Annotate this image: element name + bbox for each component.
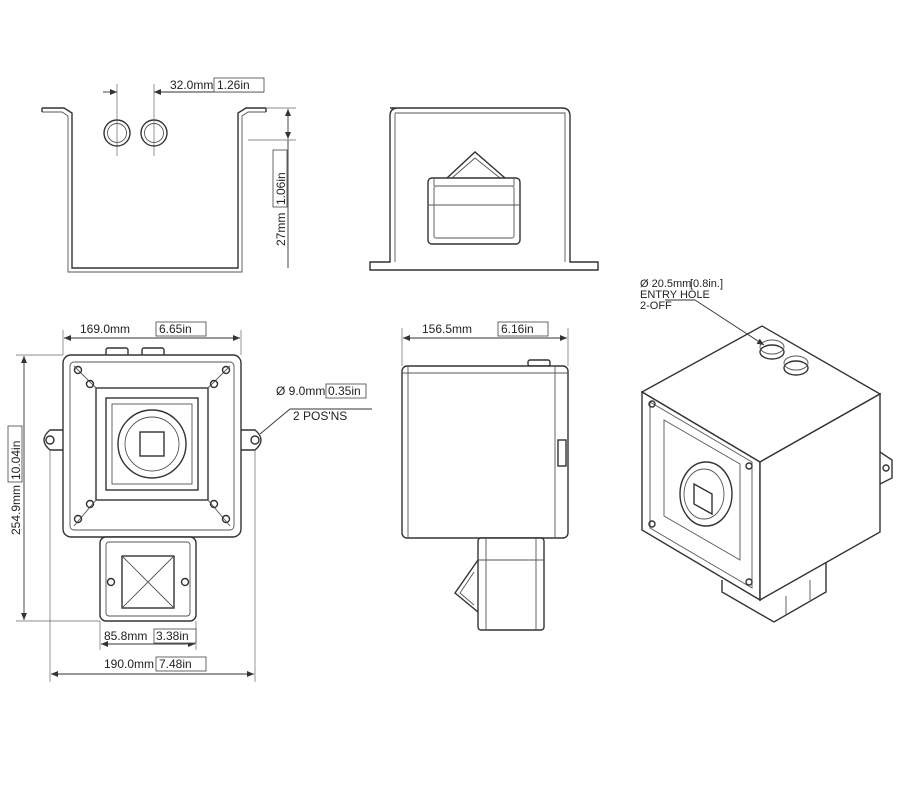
bracket-spacing-alt: 1.26in xyxy=(217,78,250,92)
iso-gland-left xyxy=(759,344,785,360)
beacon-lens xyxy=(117,409,187,479)
bracket-depth-value: 27mm xyxy=(274,213,288,246)
front-height-alt: 10.04in xyxy=(9,441,23,480)
iso-gland-right xyxy=(783,360,809,376)
mount-lug-right xyxy=(241,429,262,451)
entry-hole-qty: 2-OFF xyxy=(640,300,672,312)
overall-width-alt: 7.48in xyxy=(159,657,192,671)
rear-view xyxy=(369,107,599,271)
mount-hole-qty: 2 POS'NS xyxy=(293,409,347,423)
front-height-value: 254.9mm xyxy=(9,485,23,535)
overall-width-value: 190.0mm xyxy=(104,657,154,671)
sounder-width-alt: 3.38in xyxy=(156,629,189,643)
isometric-view: Ø 20.5mm [0.8in.] ENTRY HOLE 2-OFF xyxy=(640,278,893,623)
side-view: 156.5mm 6.16in xyxy=(401,321,569,631)
mount-hole-alt: 0.35in xyxy=(328,384,361,398)
top-view: 32.0mm 1.26in 27mm 1.06in xyxy=(41,77,296,273)
side-depth-alt: 6.16in xyxy=(501,322,534,336)
front-width-alt: 6.65in xyxy=(159,322,192,336)
horn-outline xyxy=(446,151,506,179)
entry-hole-alt: [0.8in.] xyxy=(690,278,723,290)
mount-lug-left xyxy=(43,429,64,451)
bracket-spacing-value: 32.0mm xyxy=(170,78,213,92)
front-view: 169.0mm 6.65in 254.9mm 10.04in Ø 9.0mm 0… xyxy=(7,321,372,682)
side-depth-value: 156.5mm xyxy=(422,322,472,336)
entry-hole-diameter: Ø 20.5mm xyxy=(640,278,691,290)
entry-hole-label: ENTRY HOLE xyxy=(640,289,710,301)
mount-hole-diameter: Ø 9.0mm xyxy=(276,384,325,398)
front-width-value: 169.0mm xyxy=(80,322,130,336)
bracket-depth-alt: 1.06in xyxy=(274,172,288,205)
sounder-width-value: 85.8mm xyxy=(104,629,147,643)
